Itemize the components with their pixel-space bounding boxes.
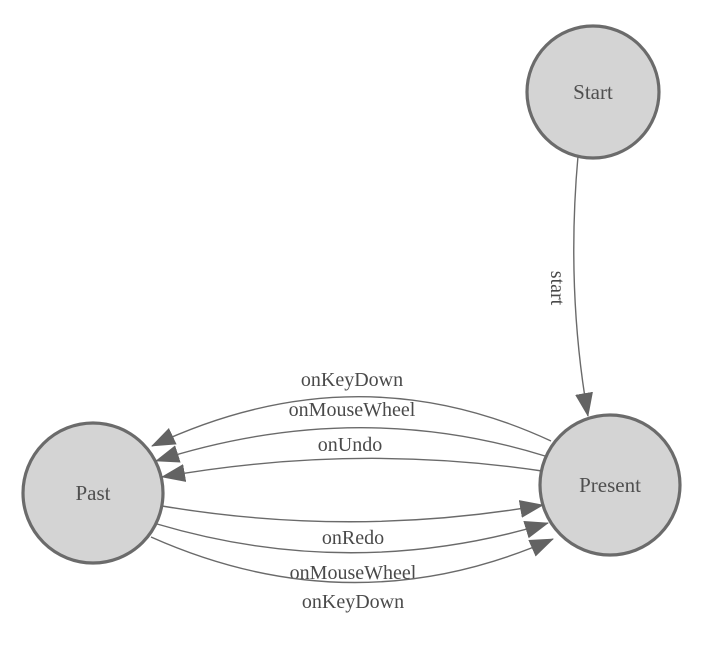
transition-path[interactable] (150, 536, 554, 584)
state-label-past: Past (75, 481, 110, 505)
transition-start-to-present-start: start (546, 155, 593, 417)
transition-label: start (546, 271, 568, 306)
transition-path[interactable] (573, 155, 593, 417)
transition-present-to-past-onMouseWheel: onMouseWheel (155, 399, 546, 463)
state-node-present: Present (538, 413, 682, 557)
transition-path[interactable] (161, 457, 543, 482)
state-circle-past[interactable] (21, 421, 165, 565)
transition-path[interactable] (151, 396, 552, 447)
edges-layer: start onKeyDown onMouseWheel onUndo onRedo on… (150, 155, 593, 613)
transition-label: onKeyDown (302, 591, 404, 613)
transition-past-to-present-onRedo: onRedo (161, 500, 544, 549)
state-circle-present[interactable] (538, 413, 682, 557)
transition-label: onRedo (322, 527, 384, 549)
transition-label: onUndo (318, 434, 382, 456)
transition-label: onKeyDown (301, 369, 403, 391)
state-circle-start[interactable] (525, 24, 661, 160)
transition-path[interactable] (155, 427, 546, 463)
state-node-past: Past (21, 421, 165, 565)
transition-present-to-past-onUndo: onUndo (161, 434, 543, 482)
state-label-present: Present (579, 473, 641, 497)
state-label-start: Start (573, 80, 613, 104)
transition-present-to-past-onKeyDown: onKeyDown (151, 369, 552, 447)
transition-past-to-present-onKeyDown: onKeyDown (150, 536, 554, 613)
transition-past-to-present-onMouseWheel: onMouseWheel (156, 521, 549, 584)
state-node-start: Start (525, 24, 661, 160)
transition-label: onMouseWheel (290, 562, 417, 584)
transition-path[interactable] (156, 521, 549, 554)
transition-label: onMouseWheel (289, 399, 416, 421)
transition-path[interactable] (161, 500, 544, 523)
